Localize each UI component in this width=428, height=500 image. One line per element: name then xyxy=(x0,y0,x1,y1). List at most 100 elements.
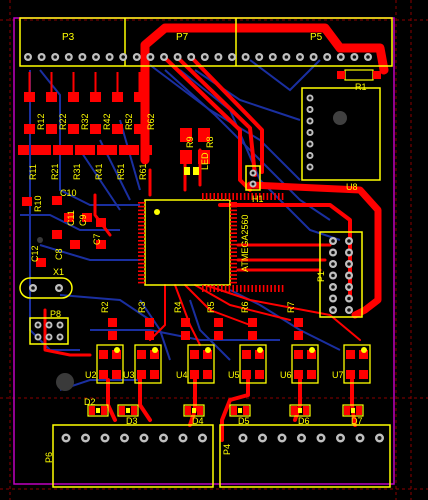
label-u6: U6 xyxy=(280,370,292,380)
label-d2: D2 xyxy=(84,397,96,407)
label-r6: R6 xyxy=(240,301,250,313)
top-header-pins[interactable] xyxy=(24,53,372,61)
label-r4: R4 xyxy=(173,301,183,313)
resistor-pad xyxy=(106,145,117,155)
label-u3: U3 xyxy=(123,370,135,380)
resistor-pad xyxy=(53,145,64,155)
label-r42: R42 xyxy=(102,113,112,130)
label-mcu: ATMEGA2560 xyxy=(240,214,250,272)
label-r2: R2 xyxy=(100,301,110,313)
label-r32: R32 xyxy=(80,113,90,130)
crystal-x1[interactable] xyxy=(19,277,73,299)
label-u7: U7 xyxy=(332,370,344,380)
label-p8: P8 xyxy=(50,309,62,319)
resistor-pad xyxy=(84,145,95,155)
label-led: LED xyxy=(200,152,210,170)
label-c12: C12 xyxy=(30,245,40,262)
led-area[interactable] xyxy=(180,128,210,175)
label-u4: U4 xyxy=(176,370,188,380)
resistor-pad xyxy=(24,92,35,102)
resistor-pad xyxy=(119,145,130,155)
label-r21: R21 xyxy=(50,163,60,180)
resistor-pad xyxy=(128,145,139,155)
resistor-array-top[interactable] xyxy=(24,72,145,134)
label-p3: P3 xyxy=(62,32,75,43)
label-r22: R22 xyxy=(58,113,68,130)
p8-header[interactable] xyxy=(29,317,69,345)
label-d5: D5 xyxy=(238,416,250,426)
label-h1: H1 xyxy=(252,194,264,204)
resistor-pad xyxy=(90,124,101,134)
label-d4: D4 xyxy=(192,416,204,426)
capacitor-pad xyxy=(36,258,46,267)
label-u8: U8 xyxy=(346,182,358,192)
capacitor-pad xyxy=(96,218,106,227)
label-r61: R61 xyxy=(138,163,148,180)
label-p4: P4 xyxy=(222,443,232,455)
capacitor-group[interactable] xyxy=(22,196,106,267)
capacitor-pad xyxy=(82,213,92,222)
label-c8: C8 xyxy=(54,248,64,260)
label-d3: D3 xyxy=(126,416,138,426)
capacitor-pad xyxy=(52,230,62,239)
bottom-headers[interactable] xyxy=(52,424,391,488)
label-x1: X1 xyxy=(53,267,65,277)
label-r1: R1 xyxy=(355,82,367,92)
label-r9: R9 xyxy=(185,136,195,148)
resistor-pad xyxy=(75,145,86,155)
resistor-pad xyxy=(31,145,42,155)
resistor-pad xyxy=(141,145,152,155)
capacitor-pad xyxy=(64,213,74,222)
label-r52: R52 xyxy=(124,113,134,130)
resistor-pad xyxy=(46,124,57,134)
label-c7: C7 xyxy=(92,233,102,245)
label-p5: P5 xyxy=(310,32,323,43)
mounting-hole xyxy=(56,373,74,391)
diode-row[interactable] xyxy=(87,404,364,417)
label-r51: R51 xyxy=(116,163,126,180)
label-c9: C9 xyxy=(78,214,88,226)
resistor-pad xyxy=(18,145,29,155)
capacitor-pad xyxy=(52,196,62,205)
label-r3: R3 xyxy=(137,301,147,313)
resistor-pad xyxy=(62,145,73,155)
label-r5: R5 xyxy=(206,301,216,313)
resistor-pad xyxy=(134,124,145,134)
label-p6: P6 xyxy=(44,451,54,463)
mounting-hole xyxy=(37,237,43,243)
capacitor-pad xyxy=(70,240,80,249)
label-r31: R31 xyxy=(72,163,82,180)
capacitor-pad xyxy=(22,197,32,206)
label-d7: D7 xyxy=(351,416,363,426)
u8-module[interactable] xyxy=(301,87,381,181)
resistor-pad xyxy=(68,92,79,102)
mcu-chip[interactable] xyxy=(138,193,284,292)
label-p7: P7 xyxy=(176,32,189,43)
label-r62: R62 xyxy=(146,113,156,130)
resistor-pad xyxy=(68,124,79,134)
label-r12: R12 xyxy=(36,113,46,130)
resistor-pad xyxy=(112,124,123,134)
label-u2: U2 xyxy=(85,370,97,380)
label-r8: R8 xyxy=(205,136,215,148)
resistor-pad xyxy=(24,124,35,134)
label-c11: C11 xyxy=(66,210,76,226)
r1-resistor[interactable] xyxy=(337,69,381,81)
resistor-pad xyxy=(97,145,108,155)
resistor-pad xyxy=(90,92,101,102)
resistor-pad xyxy=(46,92,57,102)
resistor-pad xyxy=(134,92,145,102)
resistor-pad xyxy=(40,145,51,155)
label-r41: R41 xyxy=(94,163,104,180)
resistor-pad xyxy=(112,92,123,102)
p1-header[interactable] xyxy=(319,231,363,318)
label-c10: C10 xyxy=(60,188,77,198)
resistor-array-bottom[interactable] xyxy=(18,145,152,155)
resistor-row[interactable] xyxy=(108,318,303,340)
label-r10: R10 xyxy=(33,195,43,212)
h1-jumper[interactable] xyxy=(245,165,261,191)
optocoupler-row[interactable] xyxy=(96,344,371,384)
